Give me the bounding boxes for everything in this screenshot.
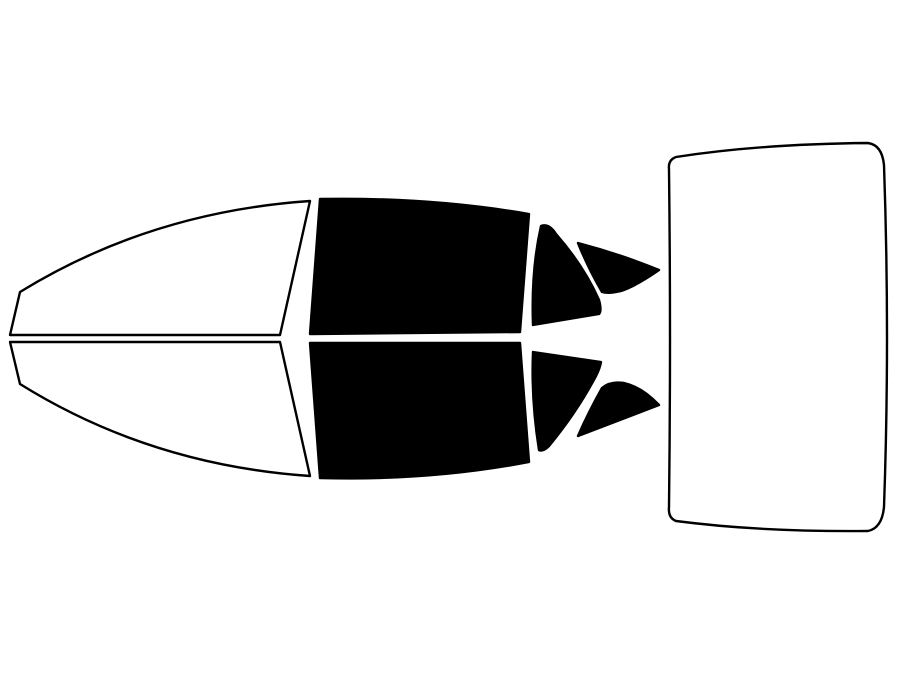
quarter-glass-left-pane (576, 241, 661, 294)
front-door-left-pane (308, 197, 531, 336)
windshield-left-pane (8, 199, 312, 337)
front-door-right-pane (308, 341, 531, 480)
windshield-right-pane (8, 340, 312, 478)
rear-door-left-pane (531, 224, 602, 327)
rear-window-pane (667, 141, 889, 533)
rear-door-right-pane (531, 350, 603, 452)
quarter-glass-right-pane (576, 381, 661, 438)
